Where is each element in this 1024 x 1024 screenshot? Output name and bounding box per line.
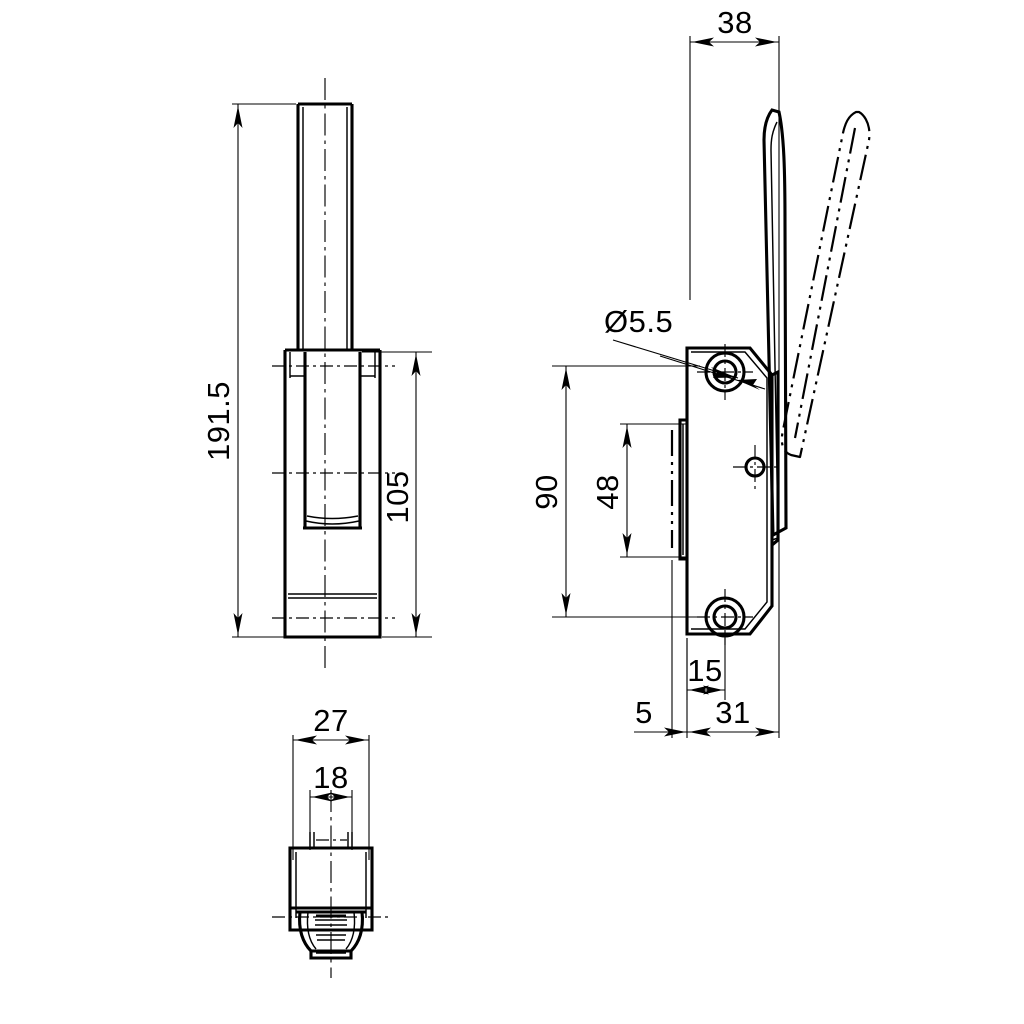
dim-90-arrow-bottom [561, 593, 571, 615]
dim-48-text: 48 [590, 474, 625, 509]
front-view-shoulder-inner [289, 352, 376, 378]
bottom-view-hook-tip [309, 949, 353, 960]
bottom-view-hook-internal-lines [315, 919, 347, 941]
lever-handle-closed [762, 108, 788, 538]
dim-31-arrow-left [689, 727, 711, 737]
dim-38-arrow-right [755, 37, 777, 47]
dia-callout-text: Ø5.5 [604, 304, 673, 339]
diameter-callout: Ø5.5 [604, 304, 766, 390]
dim-27-arrow-right [345, 735, 367, 745]
dim-38-arrow-left [692, 37, 714, 47]
dimension-18: 18 [310, 760, 352, 802]
side-view-base-plate-outline [685, 346, 774, 636]
dim-5-text: 5 [635, 695, 653, 730]
dimension-191-5: 191.5 [201, 103, 296, 638]
front-view: 191.5 105 [201, 78, 432, 668]
dim-5-arrow [664, 727, 686, 737]
side-view-left-step [678, 418, 687, 561]
dim-18-arrow-right [330, 792, 350, 802]
bottom-view-tabs [309, 832, 353, 848]
dim-27-text: 27 [313, 703, 348, 738]
bottom-view-hook-arms [298, 911, 364, 953]
center-pivot-pin [733, 445, 777, 489]
lever-handle-inner-line [770, 121, 779, 529]
side-view-base-plate-inner [691, 351, 768, 630]
dim-48-arrow-bottom [622, 533, 632, 555]
dim-18-arrow-left [312, 792, 332, 802]
dim-105-arrow-bottom [411, 613, 421, 635]
dim-90-text: 90 [529, 474, 564, 509]
dim-105-text: 105 [380, 470, 415, 523]
dimension-5: 5 [634, 560, 687, 738]
bottom-view-body-rect [288, 846, 374, 932]
lever-handle-open-phantom [780, 110, 871, 459]
dim-15-text: 15 [687, 653, 722, 688]
dim-15-arrow-left [689, 685, 709, 695]
front-view-blade-outline [296, 102, 354, 350]
dim-27-arrow-left [295, 735, 317, 745]
dimension-15: 15 [686, 638, 726, 700]
dim-15-arrow-right [703, 685, 723, 695]
dim-31-arrow-right [755, 727, 777, 737]
dim-191-5-arrow-top [233, 106, 243, 128]
top-mounting-hole [697, 344, 753, 400]
side-view-right-flange-notch [771, 537, 779, 541]
dim-31-text: 31 [715, 695, 750, 730]
dim-105-arrow-top [411, 354, 421, 376]
front-view-body-outline [283, 350, 382, 639]
front-view-blade-inner-lines [302, 107, 348, 350]
dim-90-arrow-top [561, 368, 571, 390]
bottom-view-hook-arms-inner [306, 911, 356, 950]
side-view: 38 [529, 5, 871, 738]
dim-38-text: 38 [717, 5, 752, 40]
dia-leader-arrow-2 [737, 379, 760, 390]
dim-48-arrow-top [622, 426, 632, 448]
front-view-slot-radius-arc-2 [306, 515, 359, 520]
front-view-slot-radius-arc [305, 520, 360, 525]
dimension-27: 27 [293, 703, 369, 745]
bottom-view: 27 18 [272, 703, 392, 978]
dia-leader-arrow-1 [711, 367, 736, 378]
dim-18-text: 18 [313, 760, 348, 795]
side-view-right-flange [771, 369, 780, 547]
dim-191-5-text: 191.5 [201, 381, 236, 461]
dimension-105: 105 [362, 351, 432, 638]
lever-handle-open-phantom-inner [793, 127, 857, 439]
dimension-31: 31 [686, 120, 780, 738]
dim-191-5-arrow-bottom [233, 613, 243, 635]
bottom-mounting-hole [697, 589, 753, 645]
dimension-48: 48 [590, 423, 686, 558]
dimension-90: 90 [529, 365, 700, 618]
front-view-slot-sides [303, 352, 362, 528]
dimension-38: 38 [689, 5, 780, 300]
